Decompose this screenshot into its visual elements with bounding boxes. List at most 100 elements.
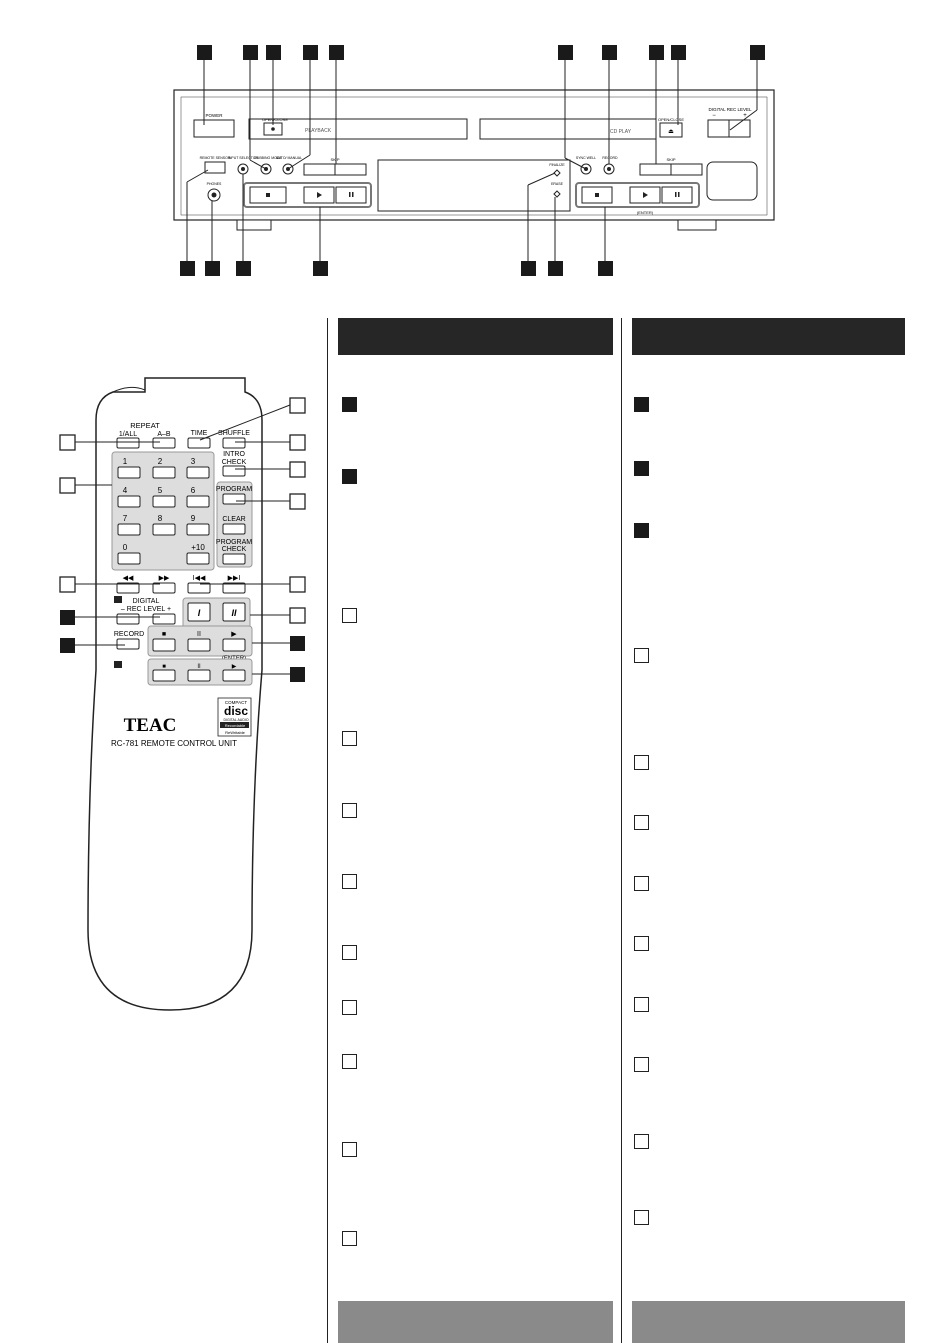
remote-sensor <box>204 161 226 174</box>
callout-marker <box>671 45 686 60</box>
marker-open <box>634 1134 649 1149</box>
foot-right <box>677 219 717 231</box>
svg-text:5: 5 <box>158 486 163 495</box>
callout-marker <box>649 45 664 60</box>
callout-marker <box>243 45 258 60</box>
callout-marker <box>329 45 344 60</box>
marker-open <box>634 755 649 770</box>
svg-text:(ENTER): (ENTER) <box>637 210 654 215</box>
power-button <box>193 119 235 138</box>
svg-text:1: 1 <box>123 457 128 466</box>
front-panel-diagram: POWER OPEN/CLOSE PLAYBACK CD PLAY OPEN/C… <box>173 45 775 276</box>
transport-group-1 <box>243 182 372 208</box>
svg-text:PLAYBACK: PLAYBACK <box>305 128 332 134</box>
callout-marker <box>558 45 573 60</box>
svg-text:8: 8 <box>158 514 163 523</box>
marker-open <box>342 1054 357 1069</box>
svg-text:4: 4 <box>123 486 128 495</box>
svg-text:▶▶: ▶▶ <box>159 575 170 582</box>
marker-open <box>342 731 357 746</box>
svg-text:■: ■ <box>162 631 166 638</box>
svg-text:▶: ▶ <box>231 631 237 638</box>
svg-text:disc: disc <box>224 704 248 718</box>
callout-marker <box>521 261 536 276</box>
marker-filled <box>342 469 357 484</box>
svg-text:1/ALL: 1/ALL <box>119 431 137 438</box>
display-window <box>377 159 571 212</box>
marker-open <box>634 648 649 663</box>
tray-1 <box>248 118 468 140</box>
model-label: RC-781 REMOTE CONTROL UNIT <box>111 739 237 748</box>
column-1-header <box>338 318 613 355</box>
callout-marker <box>197 45 212 60</box>
leader-lines-bottom <box>186 169 606 261</box>
column-1-footer <box>338 1301 613 1343</box>
svg-text:SKIP: SKIP <box>666 157 675 162</box>
svg-text:DIGITAL: DIGITAL <box>133 598 160 605</box>
svg-text:0: 0 <box>123 543 128 552</box>
svg-text:+: + <box>743 113 747 119</box>
svg-text:II: II <box>197 631 201 638</box>
marker-open <box>342 945 357 960</box>
svg-text:2: 2 <box>158 457 163 466</box>
power-label: POWER <box>205 113 223 118</box>
svg-text:I◀◀: I◀◀ <box>193 575 206 582</box>
svg-text:Recordable: Recordable <box>225 723 246 728</box>
svg-text:OPEN/CLOSE: OPEN/CLOSE <box>658 117 684 122</box>
marker-open <box>342 608 357 623</box>
column-divider-1 <box>327 318 328 1343</box>
transport-group-2 <box>575 182 700 208</box>
column-divider-2 <box>621 318 622 1343</box>
svg-text:DIGITAL REC LEVEL: DIGITAL REC LEVEL <box>708 107 752 112</box>
remote-right-callouts <box>289 397 306 682</box>
bottom-callout-markers <box>180 261 613 276</box>
svg-text:A–B: A–B <box>157 431 171 438</box>
marker-filled <box>342 397 357 412</box>
svg-text:+10: +10 <box>191 543 205 552</box>
svg-text:TIME: TIME <box>191 430 208 437</box>
svg-text:SHUFFLE: SHUFFLE <box>218 430 250 437</box>
svg-text:II: II <box>231 608 237 618</box>
svg-text:PROGRAM: PROGRAM <box>216 539 252 546</box>
svg-text:⏏: ⏏ <box>668 129 674 135</box>
svg-text:INPUT SELECTOR: INPUT SELECTOR <box>228 156 259 160</box>
callout-marker <box>548 261 563 276</box>
svg-text:PHONES: PHONES <box>207 182 222 186</box>
remote-window <box>706 161 758 201</box>
svg-text:−: − <box>712 113 716 119</box>
callout-marker <box>750 45 765 60</box>
remote-control-diagram: REPEAT 1/ALL A–B TIME SHUFFLE INTRO CHEC… <box>59 377 306 1011</box>
svg-text:■: ■ <box>162 664 166 670</box>
svg-text:INTRO: INTRO <box>223 451 245 458</box>
svg-text:CD PLAY: CD PLAY <box>610 129 632 135</box>
callout-marker <box>266 45 281 60</box>
remote-leader-lines <box>75 404 291 675</box>
svg-text:ReWritable: ReWritable <box>225 730 245 735</box>
marker-filled <box>634 523 649 538</box>
callout-marker <box>602 45 617 60</box>
svg-text:PROGRAM: PROGRAM <box>216 486 252 493</box>
svg-text:▶▶I: ▶▶I <box>228 575 241 582</box>
foot-left <box>236 219 272 231</box>
svg-text:9: 9 <box>191 514 196 523</box>
svg-text:DUBBING MODE: DUBBING MODE <box>254 156 282 160</box>
svg-text:REMOTE SENSOR: REMOTE SENSOR <box>200 156 231 160</box>
column-2-header <box>632 318 905 355</box>
marker-open <box>634 815 649 830</box>
svg-text:OPEN/CLOSE: OPEN/CLOSE <box>262 117 288 122</box>
marker-open <box>342 803 357 818</box>
callout-marker <box>303 45 318 60</box>
top-callout-markers <box>197 45 765 60</box>
svg-text:ERASE: ERASE <box>551 182 564 186</box>
marker-open <box>634 1057 649 1072</box>
callout-marker <box>205 261 220 276</box>
marker-open <box>634 936 649 951</box>
svg-text:II: II <box>197 664 201 670</box>
svg-text:CHECK: CHECK <box>222 546 247 553</box>
svg-text:AUTO/ MANUAL: AUTO/ MANUAL <box>276 156 302 160</box>
leader-lines-top <box>203 60 758 170</box>
svg-text:FINALIZE: FINALIZE <box>549 163 565 167</box>
svg-text:6: 6 <box>191 486 196 495</box>
column-2-footer <box>632 1301 905 1343</box>
open-close-button-2 <box>659 122 683 138</box>
